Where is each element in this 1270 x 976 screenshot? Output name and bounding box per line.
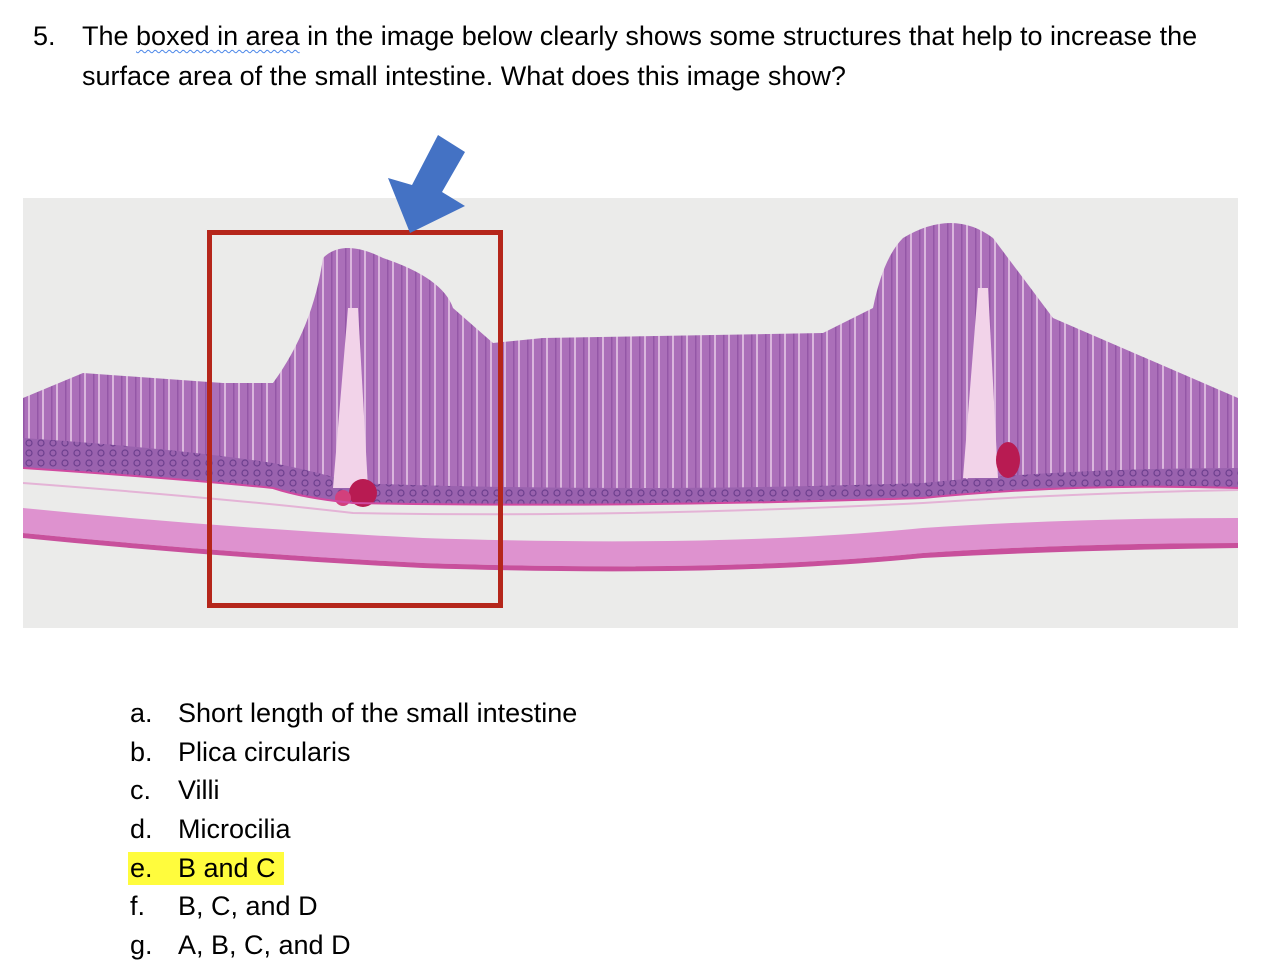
question-text-end: in the image below clearly shows some st… [82, 21, 1198, 91]
answer-text: A, B, C, and D [178, 930, 351, 961]
intestine-tissue-illustration [23, 223, 1238, 572]
highlight-box [207, 230, 503, 608]
answer-highlight [128, 851, 284, 885]
answer-letter: f. [130, 891, 146, 922]
answer-letter: e. [130, 852, 153, 883]
answer-text: B, C, and D [178, 891, 318, 922]
answer-text: Microcilia [178, 814, 291, 845]
answer-letter: a. [130, 698, 153, 728]
question-text: The boxed in area in the image below cle… [82, 16, 1232, 96]
answer-text: Short length of the small intestine [178, 698, 578, 728]
question-text-start: The [82, 21, 137, 51]
answer-letter: d. [130, 814, 153, 845]
answer-letter: g. [130, 930, 153, 961]
histology-image [23, 198, 1238, 628]
answer-text: Plica circularis [178, 736, 351, 767]
question-number: 5. [33, 21, 56, 51]
answer-text: Villi [178, 775, 220, 806]
answer-text: B and C [178, 852, 276, 883]
spellcheck-flagged-text[interactable]: boxed in area [136, 21, 300, 51]
answer-letter: b. [130, 736, 153, 767]
arrow-down-left-icon [388, 135, 465, 233]
answer-letter: c. [130, 775, 152, 806]
